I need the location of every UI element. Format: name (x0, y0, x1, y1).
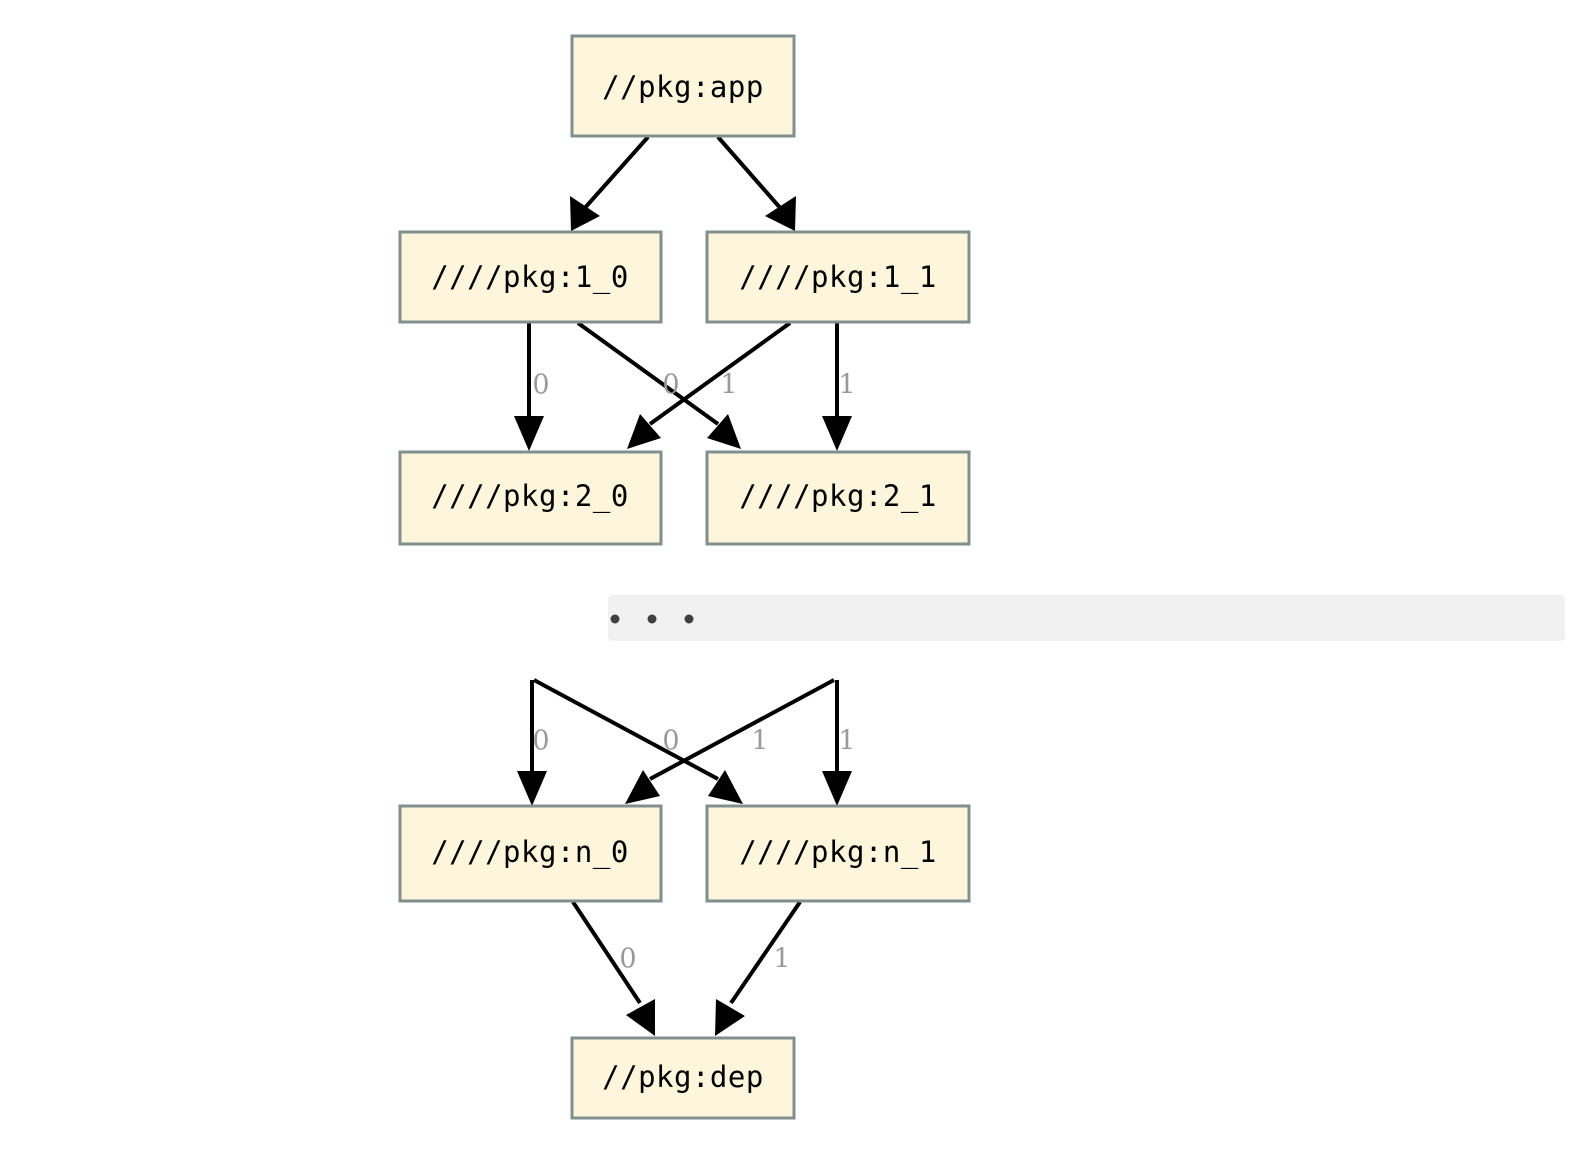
node-pkg-2_1[interactable]: ////pkg:2_1 (705, 450, 971, 546)
edge-label-n_0-dep: 0 (619, 944, 636, 975)
node-label-n_1: ////pkg:n_1 (739, 835, 937, 870)
edge-elided_0-to-n_0: 0 (517, 680, 550, 806)
edge-label-1_1-2_1: 1 (838, 370, 855, 401)
edge-1_0-to-2_1: 0 (576, 321, 741, 449)
ellipsis-dot-3 (684, 614, 694, 624)
edge-label-1_0-2_1: 0 (662, 370, 679, 401)
node-pkg-1_0[interactable]: ////pkg:1_0 (398, 230, 663, 324)
edge-elided_1-to-n_0: 1 (625, 678, 835, 804)
edge-app-to-1_1 (716, 135, 796, 231)
edge-app-to-1_0 (570, 135, 650, 231)
node-label-1_0: ////pkg:1_0 (431, 260, 629, 295)
node-label-1_1: ////pkg:1_1 (739, 260, 937, 295)
ellipsis-dot-1 (610, 614, 620, 624)
node-pkg-n_0[interactable]: ////pkg:n_0 (398, 804, 663, 903)
node-app[interactable]: //pkg:app (570, 34, 796, 138)
edge-n_0-to-dep: 0 (571, 900, 655, 1036)
node-dep[interactable]: //pkg:dep (570, 1036, 796, 1120)
edge-elided_1-to-n_1: 1 (822, 680, 856, 806)
node-label-2_1: ////pkg:2_1 (739, 479, 937, 514)
edge-label-n_1-dep: 1 (773, 944, 790, 975)
edge-1_1-to-2_1: 1 (822, 323, 856, 451)
node-label-n_0: ////pkg:n_0 (431, 835, 629, 870)
edge-label-elided_1-n_1: 1 (838, 726, 855, 757)
edge-label-1_1-2_0: 1 (720, 370, 737, 401)
node-label-dep: //pkg:dep (602, 1060, 764, 1094)
edge-n_1-to-dep: 1 (715, 900, 802, 1036)
edge-label-elided_1-n_0: 1 (751, 726, 768, 757)
edge-1_0-to-2_0: 0 (514, 323, 550, 451)
edge-label-elided_0-n_0: 0 (532, 726, 549, 757)
node-pkg-n_1[interactable]: ////pkg:n_1 (705, 804, 971, 903)
node-label-2_0: ////pkg:2_0 (431, 479, 629, 514)
elided-region (608, 595, 1565, 641)
edge-label-elided_0-n_1: 0 (662, 726, 679, 757)
edge-1_1-to-2_0: 1 (627, 321, 792, 449)
node-label-app: //pkg:app (602, 70, 764, 104)
edge-elided_0-to-n_1: 0 (533, 678, 743, 804)
node-pkg-1_1[interactable]: ////pkg:1_1 (705, 230, 971, 324)
node-pkg-2_0[interactable]: ////pkg:2_0 (398, 450, 663, 546)
edge-label-1_0-2_0: 0 (532, 370, 549, 401)
ellipsis-dot-2 (647, 614, 657, 624)
elided-region-band (608, 595, 1565, 641)
